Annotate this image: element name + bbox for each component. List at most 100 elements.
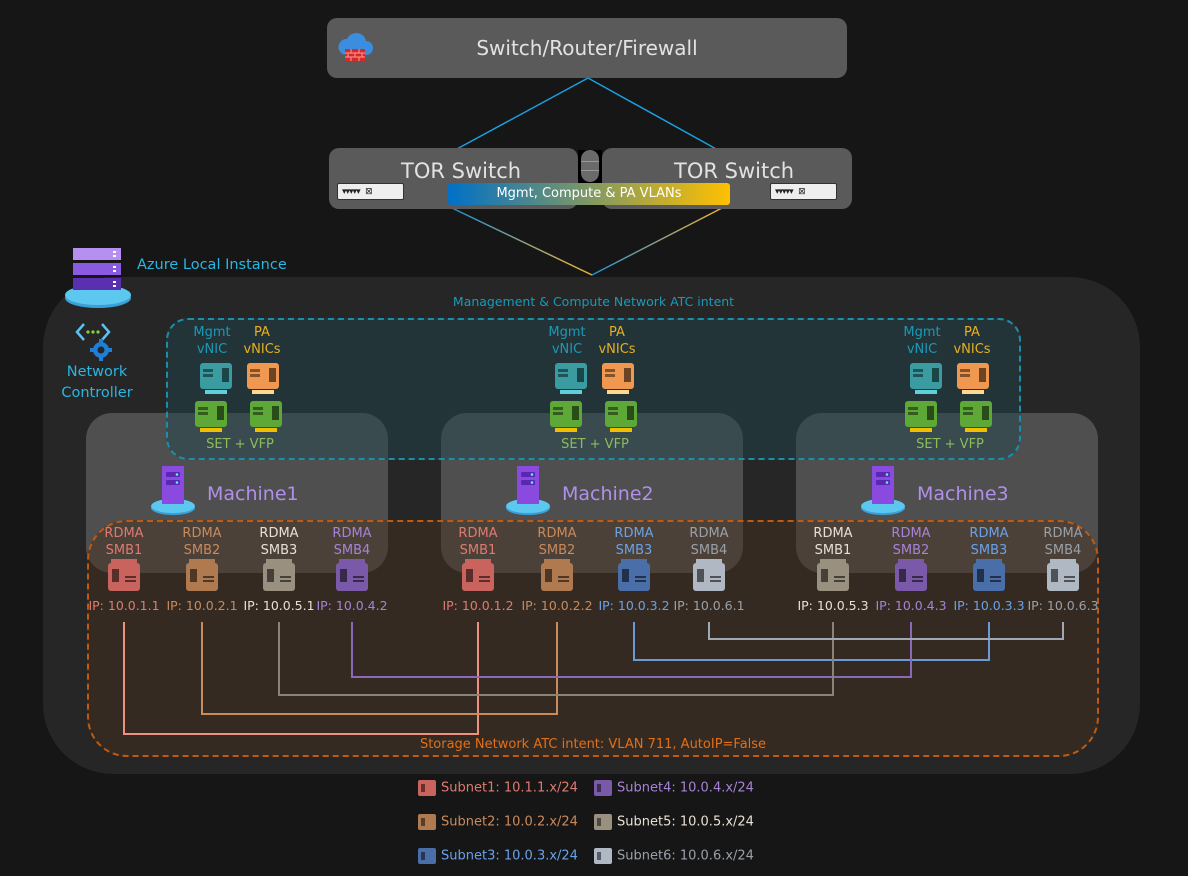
nic-icon	[418, 814, 436, 830]
mgmt-vnic-icon[interactable]	[200, 363, 232, 394]
set-pnic-icon[interactable]	[960, 401, 992, 432]
storage-link-subnet2	[201, 622, 558, 715]
rdma-nic-ip: IP: 10.0.1.1	[88, 598, 160, 613]
rdma-nic-icon[interactable]	[462, 559, 494, 591]
rdma-nic-icon[interactable]	[541, 559, 573, 591]
machine-2-card[interactable]	[441, 413, 743, 573]
legend-label: Subnet1: 10.1.1.x/24	[441, 780, 578, 796]
rdma-nic-ip: IP: 10.0.6.3	[1027, 598, 1099, 613]
set-vfp-label: SET + VFP	[206, 437, 274, 452]
storage-link-subnet5	[278, 622, 834, 696]
legend-label: Subnet6: 10.0.6.x/24	[617, 848, 754, 864]
rdma-nic-ip: IP: 10.0.2.2	[521, 598, 593, 613]
rdma-nic-ip: IP: 10.0.3.3	[953, 598, 1025, 613]
server-icon	[861, 466, 905, 515]
rdma-nic-icon[interactable]	[618, 559, 650, 591]
rdma-nic-icon[interactable]	[336, 559, 368, 591]
mgmt-vnic-icon[interactable]	[910, 363, 942, 394]
machine-name: Machine3	[917, 483, 1009, 505]
storage-intent-title: Storage Network ATC intent: VLAN 711, Au…	[419, 737, 767, 752]
set-pnic-icon[interactable]	[250, 401, 282, 432]
legend-label: Subnet3: 10.0.3.x/24	[441, 848, 578, 864]
set-pnic-icon[interactable]	[195, 401, 227, 432]
vlan-banner: Mgmt, Compute & PA VLANs	[448, 183, 730, 205]
vlan-banner-label: Mgmt, Compute & PA VLANs	[496, 186, 682, 201]
rdma-nic-ip: IP: 10.0.6.1	[673, 598, 745, 613]
rdma-nic-icon[interactable]	[186, 559, 218, 591]
rdma-nic-icon[interactable]	[973, 559, 1005, 591]
switch-router-firewall[interactable]: Switch/Router/Firewall	[327, 18, 847, 78]
legend-label: Subnet4: 10.0.4.x/24	[617, 780, 754, 796]
pa-vnic-icon[interactable]	[957, 363, 989, 394]
set-pnic-icon[interactable]	[550, 401, 582, 432]
machine-1-card[interactable]	[86, 413, 388, 573]
rdma-nic-ip: IP: 10.0.4.2	[316, 598, 388, 613]
legend-item-subnet5: Subnet5: 10.0.5.x/24	[594, 814, 754, 830]
pa-vnic-icon[interactable]	[602, 363, 634, 394]
set-pnic-icon[interactable]	[905, 401, 937, 432]
legend-item-subnet4: Subnet4: 10.0.4.x/24	[594, 780, 754, 796]
legend-item-subnet2: Subnet2: 10.0.2.x/24	[418, 814, 578, 830]
network-controller-icon	[75, 323, 112, 361]
server-icon	[506, 466, 550, 515]
downlink-right	[591, 207, 723, 276]
tor-switch-right-title: TOR Switch	[674, 159, 795, 183]
tor-switch-left-title: TOR Switch	[401, 159, 522, 183]
downlink-left	[451, 207, 593, 276]
legend-item-subnet6: Subnet6: 10.0.6.x/24	[594, 848, 754, 864]
machine-name: Machine2	[562, 483, 654, 505]
nic-icon	[418, 780, 436, 796]
set-pnic-icon[interactable]	[605, 401, 637, 432]
set-vfp-label: SET + VFP	[561, 437, 629, 452]
rdma-nic-ip: IP: 10.0.5.3	[797, 598, 869, 613]
rdma-nic-ip: IP: 10.0.3.2	[598, 598, 670, 613]
rdma-nic-ip: IP: 10.0.2.1	[166, 598, 238, 613]
storage-link-subnet6	[708, 622, 1064, 640]
rdma-nic-icon[interactable]	[263, 559, 295, 591]
rdma-nic-icon[interactable]	[895, 559, 927, 591]
storage-link-subnet4	[351, 622, 912, 678]
pa-vnic-icon[interactable]	[247, 363, 279, 394]
storage-link-subnet3	[633, 622, 990, 661]
uplink-left	[454, 77, 589, 151]
mgmt-vnic-icon[interactable]	[555, 363, 587, 394]
legend-item-subnet3: Subnet3: 10.0.3.x/24	[418, 848, 578, 864]
switch-icon: ▾▾▾▾▾ ⊠	[337, 183, 404, 200]
rdma-nic-icon[interactable]	[817, 559, 849, 591]
uplink-right	[587, 77, 719, 151]
legend-label: Subnet5: 10.0.5.x/24	[617, 814, 754, 830]
azure-local-icon	[65, 248, 131, 308]
machine-3-card[interactable]	[796, 413, 1098, 573]
nic-icon	[594, 780, 612, 796]
cloud-firewall-icon	[338, 32, 373, 61]
legend-label: Subnet2: 10.0.2.x/24	[441, 814, 578, 830]
legend-item-subnet1: Subnet1: 10.1.1.x/24	[418, 780, 578, 796]
rdma-nic-icon[interactable]	[108, 559, 140, 591]
rdma-nic-icon[interactable]	[1047, 559, 1079, 591]
firewall-title: Switch/Router/Firewall	[476, 36, 698, 60]
switch-icon: ▾▾▾▾▾ ⊠	[770, 183, 837, 200]
mgmt-compute-intent-title: Management & Compute Network ATC intent	[452, 294, 735, 309]
rdma-nic-icon[interactable]	[693, 559, 725, 591]
nic-icon	[594, 814, 612, 830]
network-controller-line2: Controller	[61, 385, 133, 401]
server-icon	[151, 466, 195, 515]
network-controller-label: Network Controller	[52, 362, 142, 404]
network-controller-line1: Network	[66, 364, 128, 380]
